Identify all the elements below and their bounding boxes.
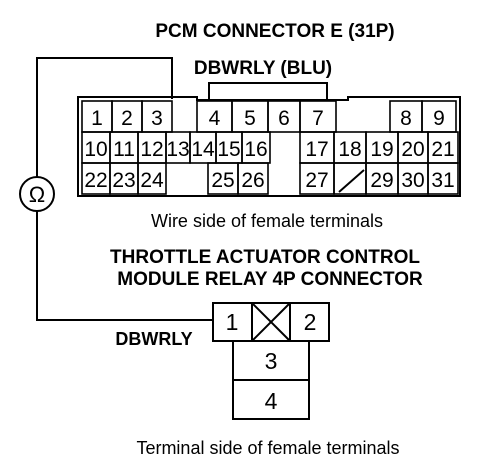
pcm-pin-7: 7 — [312, 107, 324, 130]
pcm-connector-shell — [77, 96, 461, 197]
meter-lead-top — [36, 57, 173, 177]
relay-caption: Terminal side of female terminals — [136, 438, 399, 458]
pcm-pin-21: 21 — [431, 138, 454, 161]
pcm-pin-18: 18 — [338, 138, 361, 161]
pcm-pin-31: 31 — [431, 169, 454, 192]
relay-title-line2: MODULE RELAY 4P CONNECTOR — [117, 269, 423, 290]
pcm-pin-cell — [237, 162, 269, 195]
pcm-pin-1: 1 — [91, 107, 103, 130]
pcm-pin-24: 24 — [140, 169, 164, 192]
highlight-bracket — [208, 82, 328, 99]
pcm-pin-8: 8 — [400, 107, 412, 130]
pcm-pin-cell — [137, 162, 167, 195]
pcm-pin-13: 13 — [166, 138, 189, 161]
pcm-pin-2: 2 — [121, 107, 133, 130]
relay-pin-4: 4 — [265, 388, 278, 414]
pcm-empty-cavity — [333, 162, 367, 195]
relay-wire-label: DBWRLY — [115, 329, 192, 349]
pcm-pin-29: 29 — [370, 169, 393, 192]
ohm-symbol: Ω — [29, 182, 45, 207]
relay-pin-3: 3 — [265, 348, 278, 374]
pcm-pin-19: 19 — [370, 138, 393, 161]
pcm-pin-5: 5 — [244, 107, 256, 130]
pcm-pin-4: 4 — [209, 107, 221, 130]
pcm-pin-11: 11 — [113, 138, 135, 161]
pcm-pin-30: 30 — [401, 169, 424, 192]
empty-cavity-slash — [338, 169, 365, 193]
pcm-pin-27: 27 — [305, 169, 328, 192]
pcm-pin-12: 12 — [140, 138, 163, 161]
pcm-pin-14: 14 — [191, 138, 215, 161]
pcm-highlight-label: DBWRLY (BLU) — [194, 58, 332, 79]
pcm-pin-3: 3 — [151, 107, 163, 130]
pcm-pin-20: 20 — [401, 138, 424, 161]
pcm-caption: Wire side of female terminals — [151, 211, 383, 231]
meter-lead-bottom — [36, 211, 213, 321]
pcm-pin-25: 25 — [211, 169, 234, 192]
pcm-pin-17: 17 — [305, 138, 328, 161]
pcm-pin-15: 15 — [217, 138, 240, 161]
pcm-pin-22: 22 — [84, 169, 107, 192]
pcm-pin-23: 23 — [112, 169, 135, 192]
pcm-pin-6: 6 — [278, 107, 290, 130]
pcm-pin-26: 26 — [241, 169, 264, 192]
relay-title-line1: THROTTLE ACTUATOR CONTROL — [110, 247, 420, 268]
relay-pin-2: 2 — [304, 309, 317, 335]
pcm-pin-10: 10 — [84, 138, 107, 161]
relay-pin-1: 1 — [226, 309, 239, 335]
pcm-pin-16: 16 — [244, 138, 267, 161]
pcm-connector-title: PCM CONNECTOR E (31P) — [155, 21, 394, 42]
pcm-pin-cell — [427, 162, 459, 195]
pcm-pin-9: 9 — [433, 107, 445, 130]
ohmmeter-icon — [19, 176, 55, 212]
